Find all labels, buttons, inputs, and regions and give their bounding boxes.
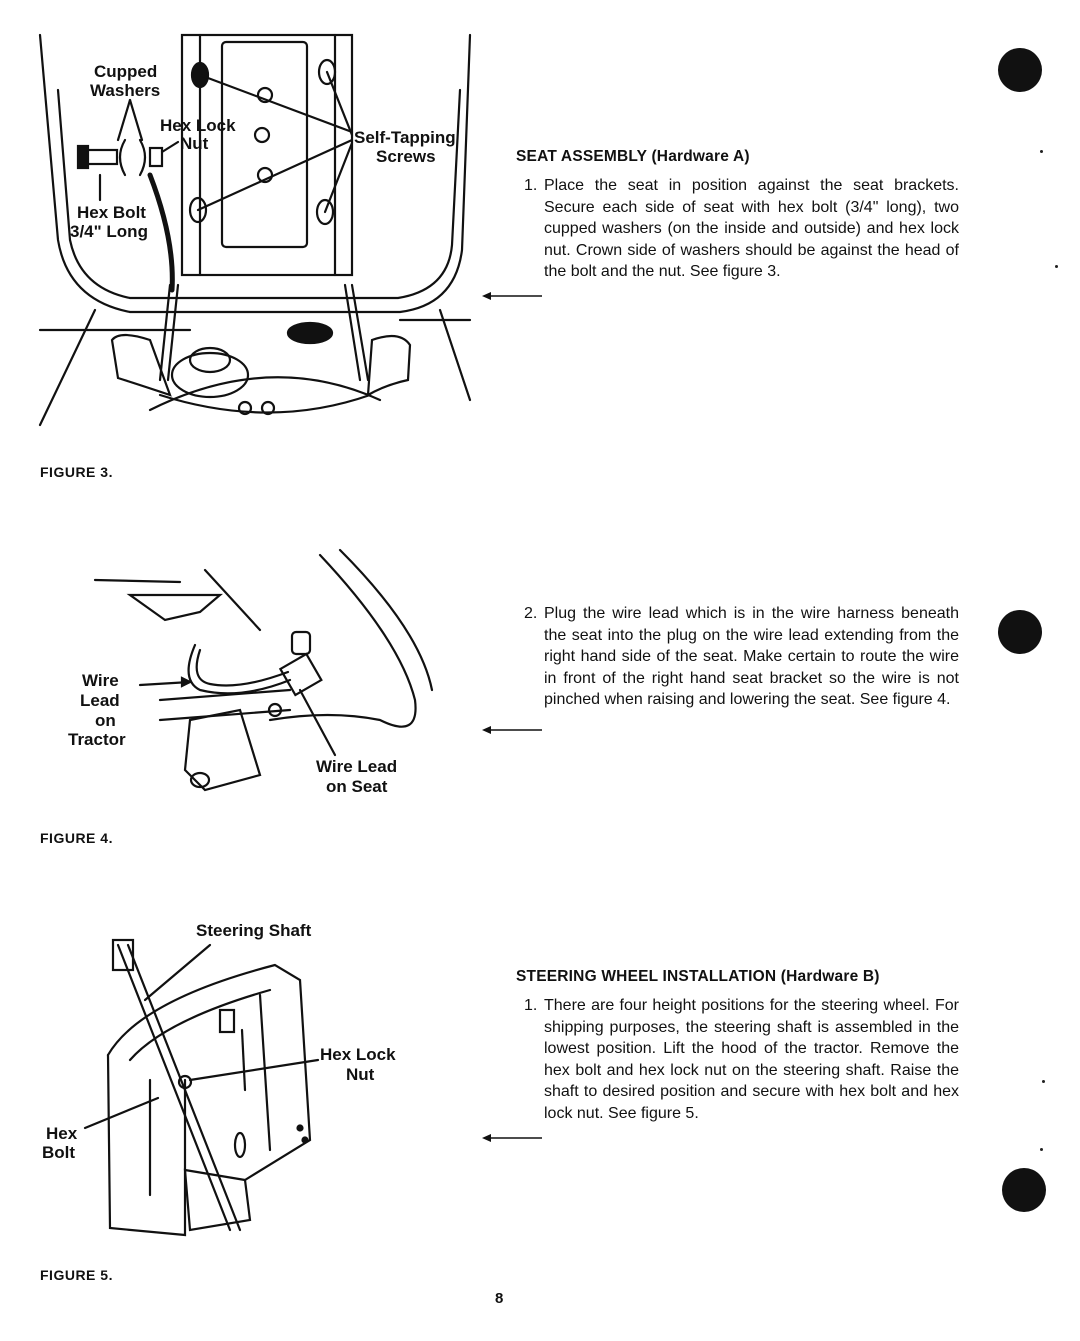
label-steering-shaft: Steering Shaft [196, 921, 312, 940]
label-cupped: Cupped [94, 62, 158, 81]
steering-heading: STEERING WHEEL INSTALLATION (Hardware B) [516, 968, 880, 985]
label-screws: Screws [376, 147, 436, 166]
page-number: 8 [495, 1290, 504, 1307]
step-text: There are four height positions for the … [544, 997, 959, 1122]
steering-step-1: 1. There are four height positions for t… [524, 995, 959, 1155]
seat-step-1: 1. Place the seat in position against th… [524, 175, 959, 310]
step-text: Plug the wire lead which is in the wire … [544, 605, 959, 708]
label-bolt-length: 3/4" Long [70, 222, 148, 241]
binder-hole-marker [1002, 1168, 1046, 1212]
step-number: 2. [524, 605, 538, 622]
label-nut: Nut [346, 1065, 375, 1084]
label-tractor: Tractor [68, 730, 126, 749]
label-hex-lock: Hex Lock [160, 116, 236, 135]
binder-hole-marker [998, 48, 1042, 92]
label-nut: Nut [180, 134, 209, 153]
scan-speck [1042, 1080, 1045, 1083]
scan-speck [1040, 1148, 1043, 1151]
step-text: Place the seat in position against the s… [544, 177, 959, 280]
label-on: on [95, 711, 116, 730]
arrow-to-figure-3 [482, 292, 542, 300]
scan-speck [1040, 150, 1043, 153]
arrow-to-figure-4 [482, 726, 542, 734]
label-bolt: Bolt [42, 1143, 76, 1162]
label-wire: Wire [82, 671, 119, 690]
label-wire-lead: Wire Lead [316, 757, 398, 776]
label-hex-lock: Hex Lock [320, 1045, 396, 1064]
label-lead: Lead [80, 691, 120, 710]
seat-step-2: 2. Plug the wire lead which is in the wi… [524, 603, 959, 738]
label-washers: Washers [90, 81, 161, 100]
binder-hole-marker [998, 610, 1042, 654]
label-on-seat: on Seat [326, 777, 388, 796]
scan-speck [1055, 265, 1058, 268]
arrow-to-figure-5 [482, 1134, 542, 1142]
figure-4-caption: FIGURE 4. [40, 830, 113, 846]
label-hex-bolt: Hex Bolt [77, 203, 146, 222]
figure-5-caption: FIGURE 5. [40, 1267, 113, 1283]
step-number: 1. [524, 997, 538, 1014]
figure-3-caption: FIGURE 3. [40, 464, 113, 480]
seat-assembly-heading: SEAT ASSEMBLY (Hardware A) [516, 148, 750, 165]
step-number: 1. [524, 177, 538, 194]
label-self-tapping: Self-Tapping [354, 128, 456, 147]
label-hex: Hex [46, 1124, 78, 1143]
